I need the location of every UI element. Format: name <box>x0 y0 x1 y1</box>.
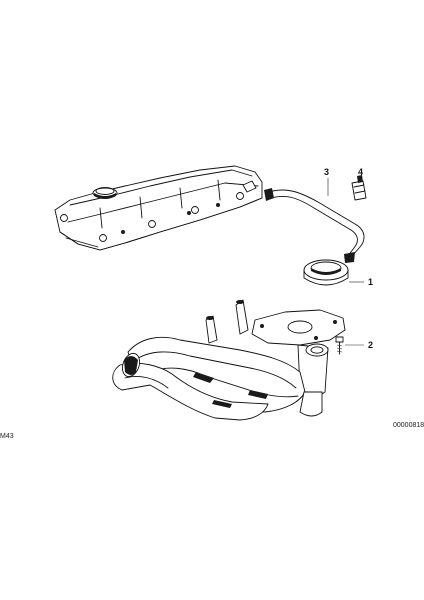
callout-2: 2 <box>368 340 373 350</box>
intake-manifold <box>112 299 346 421</box>
diagram-code: 00000818 <box>393 422 424 429</box>
screw <box>335 336 344 355</box>
callout-1: 1 <box>368 277 373 287</box>
leader-lines <box>327 178 364 346</box>
breather-hose <box>264 188 365 263</box>
callout-3: 3 <box>324 167 329 177</box>
callout-4: 4 <box>358 167 363 177</box>
valve-cover <box>54 165 263 251</box>
hose-clip <box>351 175 367 201</box>
sealing-ring <box>303 259 349 286</box>
side-code: M43 <box>0 433 14 440</box>
